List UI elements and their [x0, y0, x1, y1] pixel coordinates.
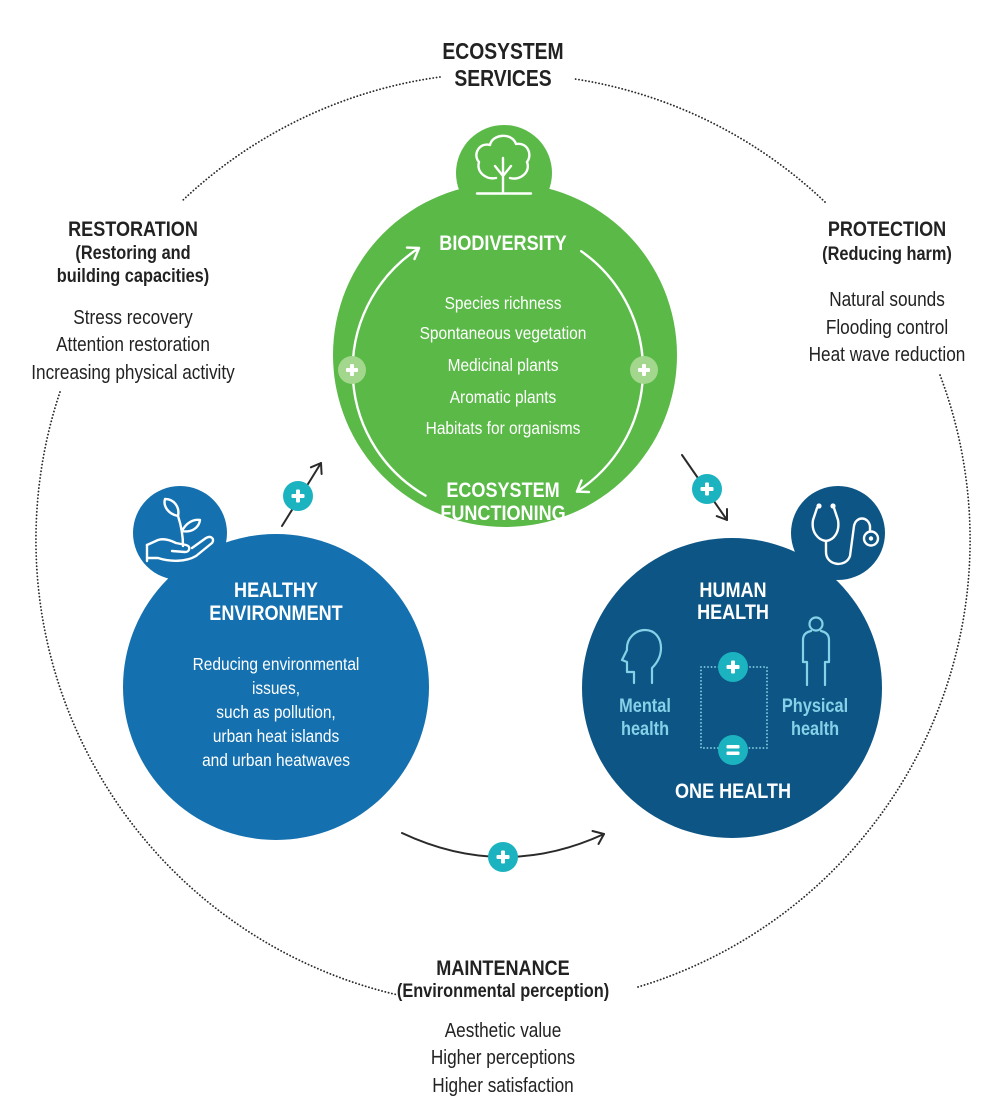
biodiversity-text: BIODIVERSITY Species richness Spontaneou… — [420, 232, 587, 526]
ring-arc-top-right — [574, 78, 826, 203]
biodiversity-item: Spontaneous vegetation — [420, 323, 587, 343]
maintenance-title: MAINTENANCE — [436, 957, 569, 981]
human-health-circle — [582, 538, 882, 838]
protection-item: Flooding control — [826, 316, 948, 339]
ring-arc-bottom-right — [637, 374, 971, 988]
equals-icon — [726, 745, 740, 755]
restoration-item: Stress recovery — [73, 306, 193, 329]
physical-health-line: Physical — [782, 695, 848, 716]
healthy-environment-node: HEALTHY ENVIRONMENT Reducing environment… — [123, 486, 429, 840]
hand-plant-icon — [145, 497, 215, 563]
healthy-environment-title: ENVIRONMENT — [209, 602, 342, 626]
title-line-1: ECOSYSTEM — [442, 40, 563, 65]
stethoscope-icon — [811, 503, 880, 565]
biodiversity-node: BIODIVERSITY Species richness Spontaneou… — [333, 125, 677, 527]
head-icon — [620, 628, 663, 685]
biodiversity-item: Species richness — [445, 293, 562, 313]
arrowhead-icon — [591, 830, 605, 845]
cycle-plus-left — [338, 356, 366, 384]
plus-icon — [496, 850, 510, 864]
one-health-label: ONE HEALTH — [675, 780, 791, 804]
connector-biodiversity-to-human-health — [681, 454, 728, 521]
plus-icon — [726, 660, 740, 674]
equals-one-health — [718, 735, 748, 765]
maintenance-subtitle: (Environmental perception) — [397, 980, 609, 1001]
ring-arc-left — [35, 391, 399, 996]
human-health-icon-badge — [791, 486, 885, 580]
restoration-item: Attention restoration — [56, 333, 210, 356]
healthy-environment-text: HEALTHY ENVIRONMENT Reducing environment… — [193, 579, 360, 771]
protection-title: PROTECTION — [828, 218, 946, 242]
physical-health-label: Physical health — [782, 695, 848, 739]
protection-item: Heat wave reduction — [809, 343, 966, 366]
ecosystem-services-ring — [35, 76, 971, 996]
restoration-subtitle: building capacities) — [57, 265, 209, 286]
healthy-environment-description: and urban heatwaves — [202, 750, 350, 770]
healthy-environment-circle — [123, 534, 429, 840]
connector-environment-to-human-health — [401, 830, 605, 872]
protection-item: Natural sounds — [829, 288, 945, 311]
biodiversity-title: BIODIVERSITY — [439, 232, 566, 256]
restoration-subtitle: (Restoring and — [75, 242, 190, 263]
connector-environment-to-biodiversity — [281, 462, 323, 527]
maintenance-block: MAINTENANCE (Environmental perception) A… — [397, 957, 609, 1097]
plus-icon — [700, 482, 714, 496]
maintenance-item: Aesthetic value — [445, 1019, 562, 1042]
maintenance-item: Higher perceptions — [431, 1046, 575, 1069]
arrowhead-icon — [715, 508, 728, 521]
protection-subtitle: (Reducing harm) — [822, 243, 952, 264]
ecosystem-functioning-label: ECOSYSTEM — [446, 479, 559, 503]
healthy-environment-title: HEALTHY — [234, 579, 318, 603]
human-health-title-line: HEALTH — [697, 601, 769, 625]
healthy-environment-description: urban heat islands — [213, 726, 339, 746]
arrowhead-icon — [309, 462, 323, 475]
restoration-block: RESTORATION (Restoring and building capa… — [31, 218, 235, 384]
human-health-node: HUMAN HEALTH Mental heal — [582, 486, 885, 838]
cycle-plus-right — [630, 356, 658, 384]
ring-arc-top-left — [181, 76, 441, 202]
biodiversity-circle — [333, 183, 677, 527]
restoration-title: RESTORATION — [68, 218, 198, 242]
diagram-title: ECOSYSTEM SERVICES — [442, 40, 563, 92]
one-health-text: ONE HEALTH — [675, 780, 791, 804]
arrowhead-icon — [405, 246, 421, 261]
human-health-title-line: HUMAN — [699, 579, 766, 603]
tree-icon — [475, 134, 533, 195]
human-health-title: HUMAN HEALTH — [697, 579, 769, 625]
mental-health-line: Mental — [619, 695, 671, 716]
healthy-environment-description: issues, — [252, 678, 300, 698]
mental-plus-physical — [718, 652, 748, 682]
plus-icon — [291, 489, 305, 503]
ecosystem-functioning-label: FUNCTIONING — [440, 502, 565, 526]
mental-health-label: Mental health — [619, 695, 671, 739]
healthy-environment-description: Reducing environmental — [193, 654, 360, 674]
arrowhead-icon — [575, 479, 591, 494]
equals-bubble — [718, 735, 748, 765]
biodiversity-item: Aromatic plants — [450, 387, 557, 407]
physical-health-line: health — [791, 718, 839, 739]
healthy-environment-description: such as pollution, — [216, 702, 335, 722]
biodiversity-item: Habitats for organisms — [426, 418, 581, 438]
restoration-item: Increasing physical activity — [31, 361, 235, 384]
mental-health-line: health — [621, 718, 669, 739]
body-icon — [801, 616, 831, 687]
title-line-2: SERVICES — [454, 67, 551, 92]
maintenance-item: Higher satisfaction — [432, 1074, 573, 1097]
plus-icon — [346, 364, 358, 376]
biodiversity-item: Medicinal plants — [448, 355, 559, 375]
plus-icon — [638, 364, 650, 376]
protection-block: PROTECTION (Reducing harm) Natural sound… — [809, 218, 966, 366]
